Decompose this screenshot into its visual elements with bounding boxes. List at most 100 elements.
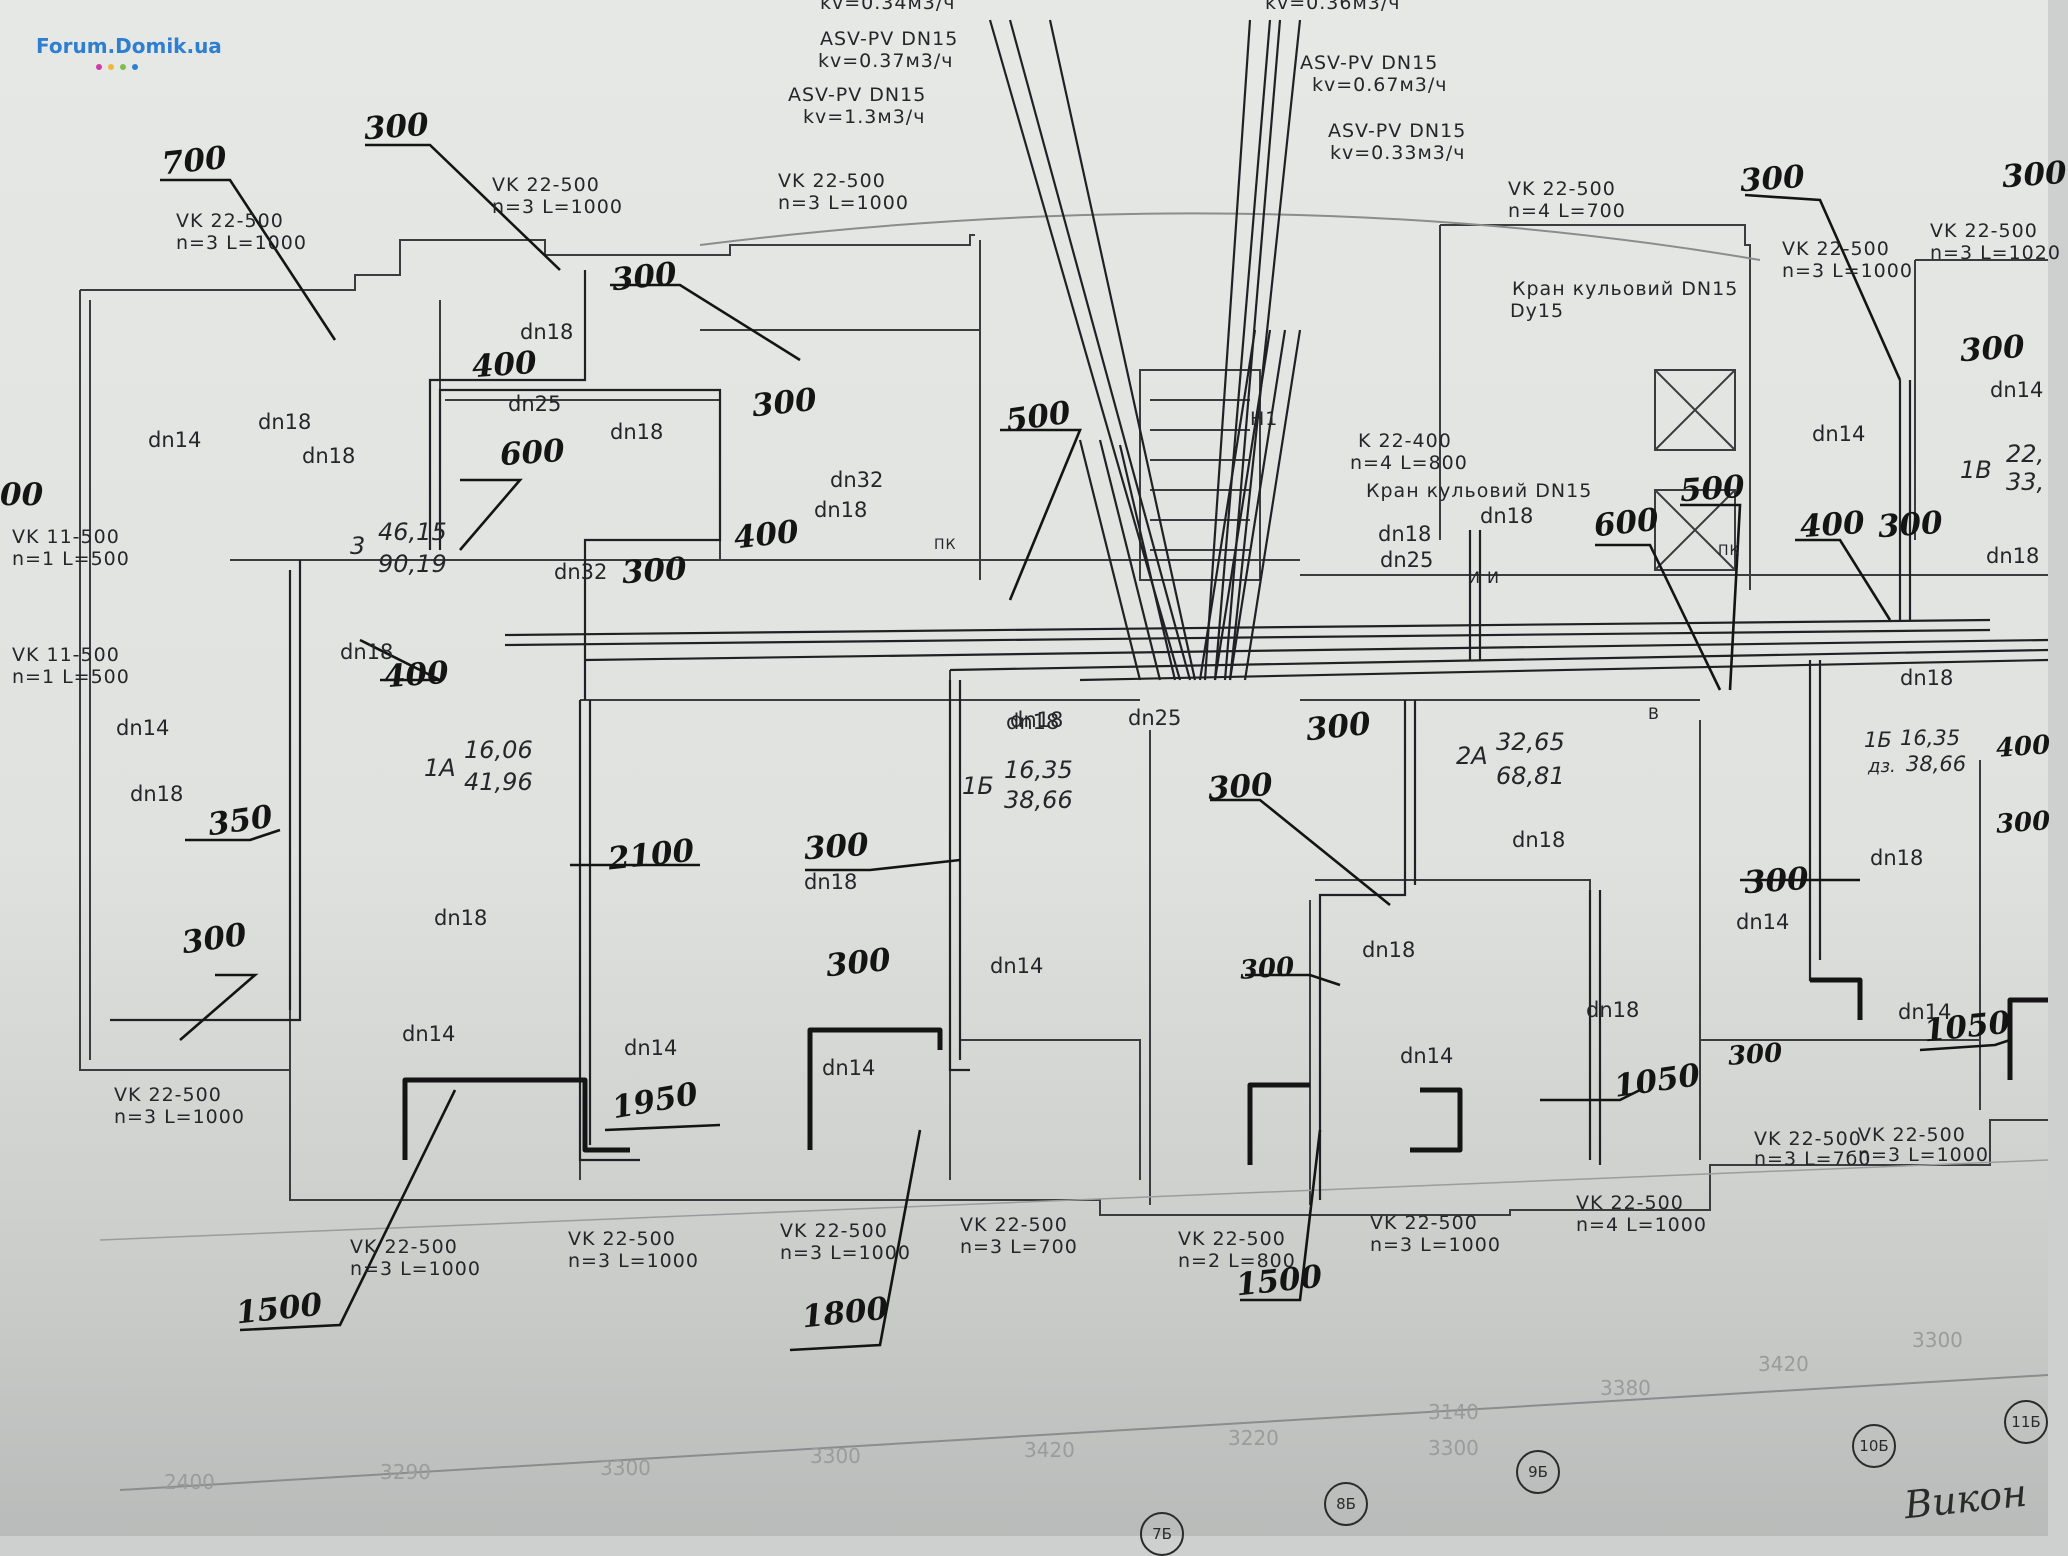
leader-line [1595, 543, 1722, 691]
handwritten-dim: 300 [824, 941, 893, 985]
room-number: 1Б [1864, 728, 1892, 752]
radiator-markup [807, 1027, 943, 1150]
heating-main [504, 628, 1991, 647]
handwritten-dim: 300 [620, 550, 688, 592]
radiator-type: VK 22-500 [960, 1214, 1068, 1236]
heating-main [504, 618, 1991, 637]
axis-dimension: 3380 [1600, 1376, 1651, 1400]
leader-line [1919, 1038, 2011, 1052]
pipe-label: dn18 [1900, 666, 1954, 690]
leader-line [805, 858, 961, 872]
axis-bubble: 7Б [1140, 1512, 1184, 1556]
heating-riser [988, 19, 1302, 681]
dimension-line [99, 1159, 2049, 1241]
valve-name: ASV-PV DN15 [820, 28, 959, 50]
heating-branch [1468, 530, 1482, 660]
pipe-label: dn18 [1512, 828, 1566, 852]
radiator-params: n=3 L=1000 [114, 1106, 245, 1128]
handwritten-dim: 00 [0, 477, 44, 513]
pipe-label: dn18 [1586, 998, 1640, 1022]
radiator-params: n=4 L=1000 [1576, 1214, 1707, 1236]
pipe-label: dn14 [990, 954, 1044, 978]
handwritten-dim: 300 [1239, 952, 1296, 986]
radiator-type: VK 22-500 [114, 1084, 222, 1106]
leader-line [239, 1089, 457, 1332]
radiator-type: VK 22-500 [1754, 1128, 1862, 1150]
pipe-label: dn18 [1870, 846, 1924, 870]
radiator-type: VK 22-500 [1508, 178, 1616, 200]
wall-outline [1439, 225, 1916, 540]
watermark-dots [96, 64, 222, 70]
radiator-params: n=3 L=1000 [1858, 1144, 1989, 1166]
room-number: 2А [1456, 742, 1488, 770]
pipe-label: dn18 [340, 640, 394, 664]
axis-bubble: 8Б [1324, 1482, 1368, 1526]
elevator-shaft [1654, 369, 1736, 571]
heating-branch [1808, 660, 1830, 982]
heating-main [584, 638, 2049, 662]
room-area: 22, [2006, 440, 2045, 468]
pipe-label: dn14 [1400, 1044, 1454, 1068]
pipe-label: dn14 [1736, 910, 1790, 934]
handwritten-dim: 700 [160, 139, 229, 183]
handwritten-dim: 300 [2000, 154, 2068, 196]
ball-valve-label: Кран кульовий DN15 [1366, 480, 1593, 502]
radiator-params: n=3 L=1020 [1930, 242, 2061, 264]
room-number: 1Б [962, 772, 994, 800]
axis-dimension: 3220 [1228, 1426, 1279, 1450]
handwritten-dim: 500 [1678, 468, 1746, 510]
facade-arc [699, 212, 1761, 261]
pipe-label: dn18 [804, 870, 858, 894]
pipe-label: dn18 [610, 420, 664, 444]
wall-outline [80, 234, 975, 291]
fixture-letter: ПК [1718, 543, 1741, 559]
radiator-type: VK 22-500 [1858, 1124, 1966, 1146]
axis-bubble: 9Б [1516, 1450, 1560, 1494]
handwritten-dim: 300 [1742, 860, 1810, 902]
leader-line [1210, 798, 1391, 907]
heating-main [949, 648, 2049, 672]
radiator-type: VK 22-500 [778, 170, 886, 192]
axis-dimension: 3300 [600, 1456, 651, 1480]
watermark-text: Forum.Domik.ua [36, 34, 222, 58]
handwritten-dim: 400 [1798, 504, 1866, 546]
handwritten-dim: 400 [470, 344, 538, 386]
watermark-dot [108, 64, 114, 70]
handwritten-dim: 350 [205, 798, 275, 844]
room-number: 3 [350, 532, 366, 560]
radiator-type: VK 22-500 [1576, 1192, 1684, 1214]
fixture-letter: ПК [934, 537, 957, 553]
leader-line [365, 143, 561, 271]
watermark-dot [96, 64, 102, 70]
pipe-label: dn18 [520, 320, 574, 344]
room-area: 16,06 [464, 736, 533, 764]
wall-outline [1440, 224, 2048, 590]
radiator-type: VK 22-500 [1178, 1228, 1286, 1250]
leader-line [1540, 1088, 1641, 1102]
room-total: 90,19 [378, 550, 447, 578]
radiator-params: n=3 L=700 [960, 1236, 1078, 1258]
pipe-label: dn25 [1380, 548, 1434, 572]
room-number: 1А [424, 754, 456, 782]
room-total: 38,66 [1906, 752, 1967, 776]
radiator-params: n=3 L=1000 [778, 192, 909, 214]
pipe-label: dn32 [554, 560, 608, 584]
valve-name: ASV-PV DN15 [788, 84, 927, 106]
room-total: 33, [2006, 468, 2045, 496]
radiator-markup [402, 1077, 630, 1160]
axis-dimension: 3300 [1428, 1436, 1479, 1460]
pipe-label: dn18 [1362, 938, 1416, 962]
ball-valve-label: Dy15 [1510, 300, 1565, 322]
handwritten-dim: 400 [732, 513, 801, 557]
handwritten-dim: 1500 [234, 1286, 324, 1332]
valve-kv: kv=0.37м3/ч [818, 50, 954, 72]
room-area: 16,35 [1900, 726, 1961, 750]
handwritten-dim: 300 [1727, 1038, 1784, 1072]
axis-dimension: 3300 [1912, 1328, 1963, 1352]
radiator-type: K 22-400 [1358, 430, 1452, 452]
pipe-label: dn25 [1128, 706, 1182, 730]
axis-bubble: 11Б [2004, 1400, 2048, 1444]
valve-name: ASV-PV DN15 [1328, 120, 1467, 142]
watermark-dot [120, 64, 126, 70]
leader-line [459, 478, 523, 551]
